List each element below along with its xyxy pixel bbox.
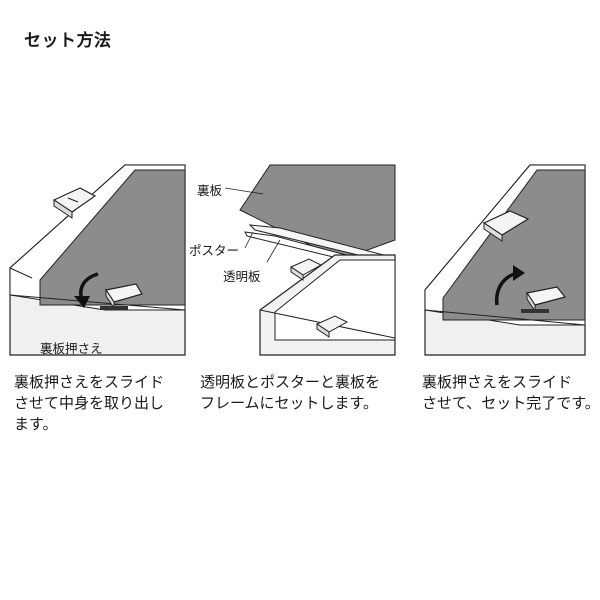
clip-icon: [482, 210, 530, 242]
exploded-assembly: [224, 164, 396, 356]
poster-label: ポスター: [189, 243, 240, 258]
step2-line2: フレームにセットします。: [200, 394, 379, 412]
step1-line1: 裏板押さえをスライド: [14, 373, 165, 391]
step3-line2: させて、セット完了です。: [422, 394, 600, 412]
slide-arrow-icon: [74, 272, 143, 310]
step1-illustration: 裏板押さえ: [9, 160, 190, 356]
step3-line1: 裏板押さえをスライド: [422, 373, 573, 391]
clip-icon: [289, 258, 323, 281]
step3-illustration: [424, 160, 600, 356]
step1-line2: させて中身を取り出し: [14, 394, 165, 412]
clip-icon: [315, 315, 349, 338]
slide-arrow-icon: [494, 265, 567, 313]
step1-text: 裏板押さえをスライド させて中身を取り出し ます。: [14, 372, 194, 435]
back-board-label: 裏板: [197, 183, 223, 198]
page-title: セット方法: [24, 31, 112, 51]
step2-line1: 透明板とポスターと裏板を: [200, 373, 381, 391]
frame-corner-closed: [424, 164, 586, 356]
clip-icon: [52, 187, 97, 219]
step2-illustration: 裏板 ポスター 透明板: [185, 160, 400, 356]
step3-text: 裏板押さえをスライド させて、セット完了です。: [422, 372, 600, 414]
frame-corner-open: [9, 164, 186, 356]
step1-line3: ます。: [14, 415, 58, 433]
clear-board-label: 透明板: [223, 269, 261, 284]
step2-text: 透明板とポスターと裏板を フレームにセットします。: [200, 372, 405, 414]
back-board-clip-label: 裏板押さえ: [40, 341, 103, 356]
